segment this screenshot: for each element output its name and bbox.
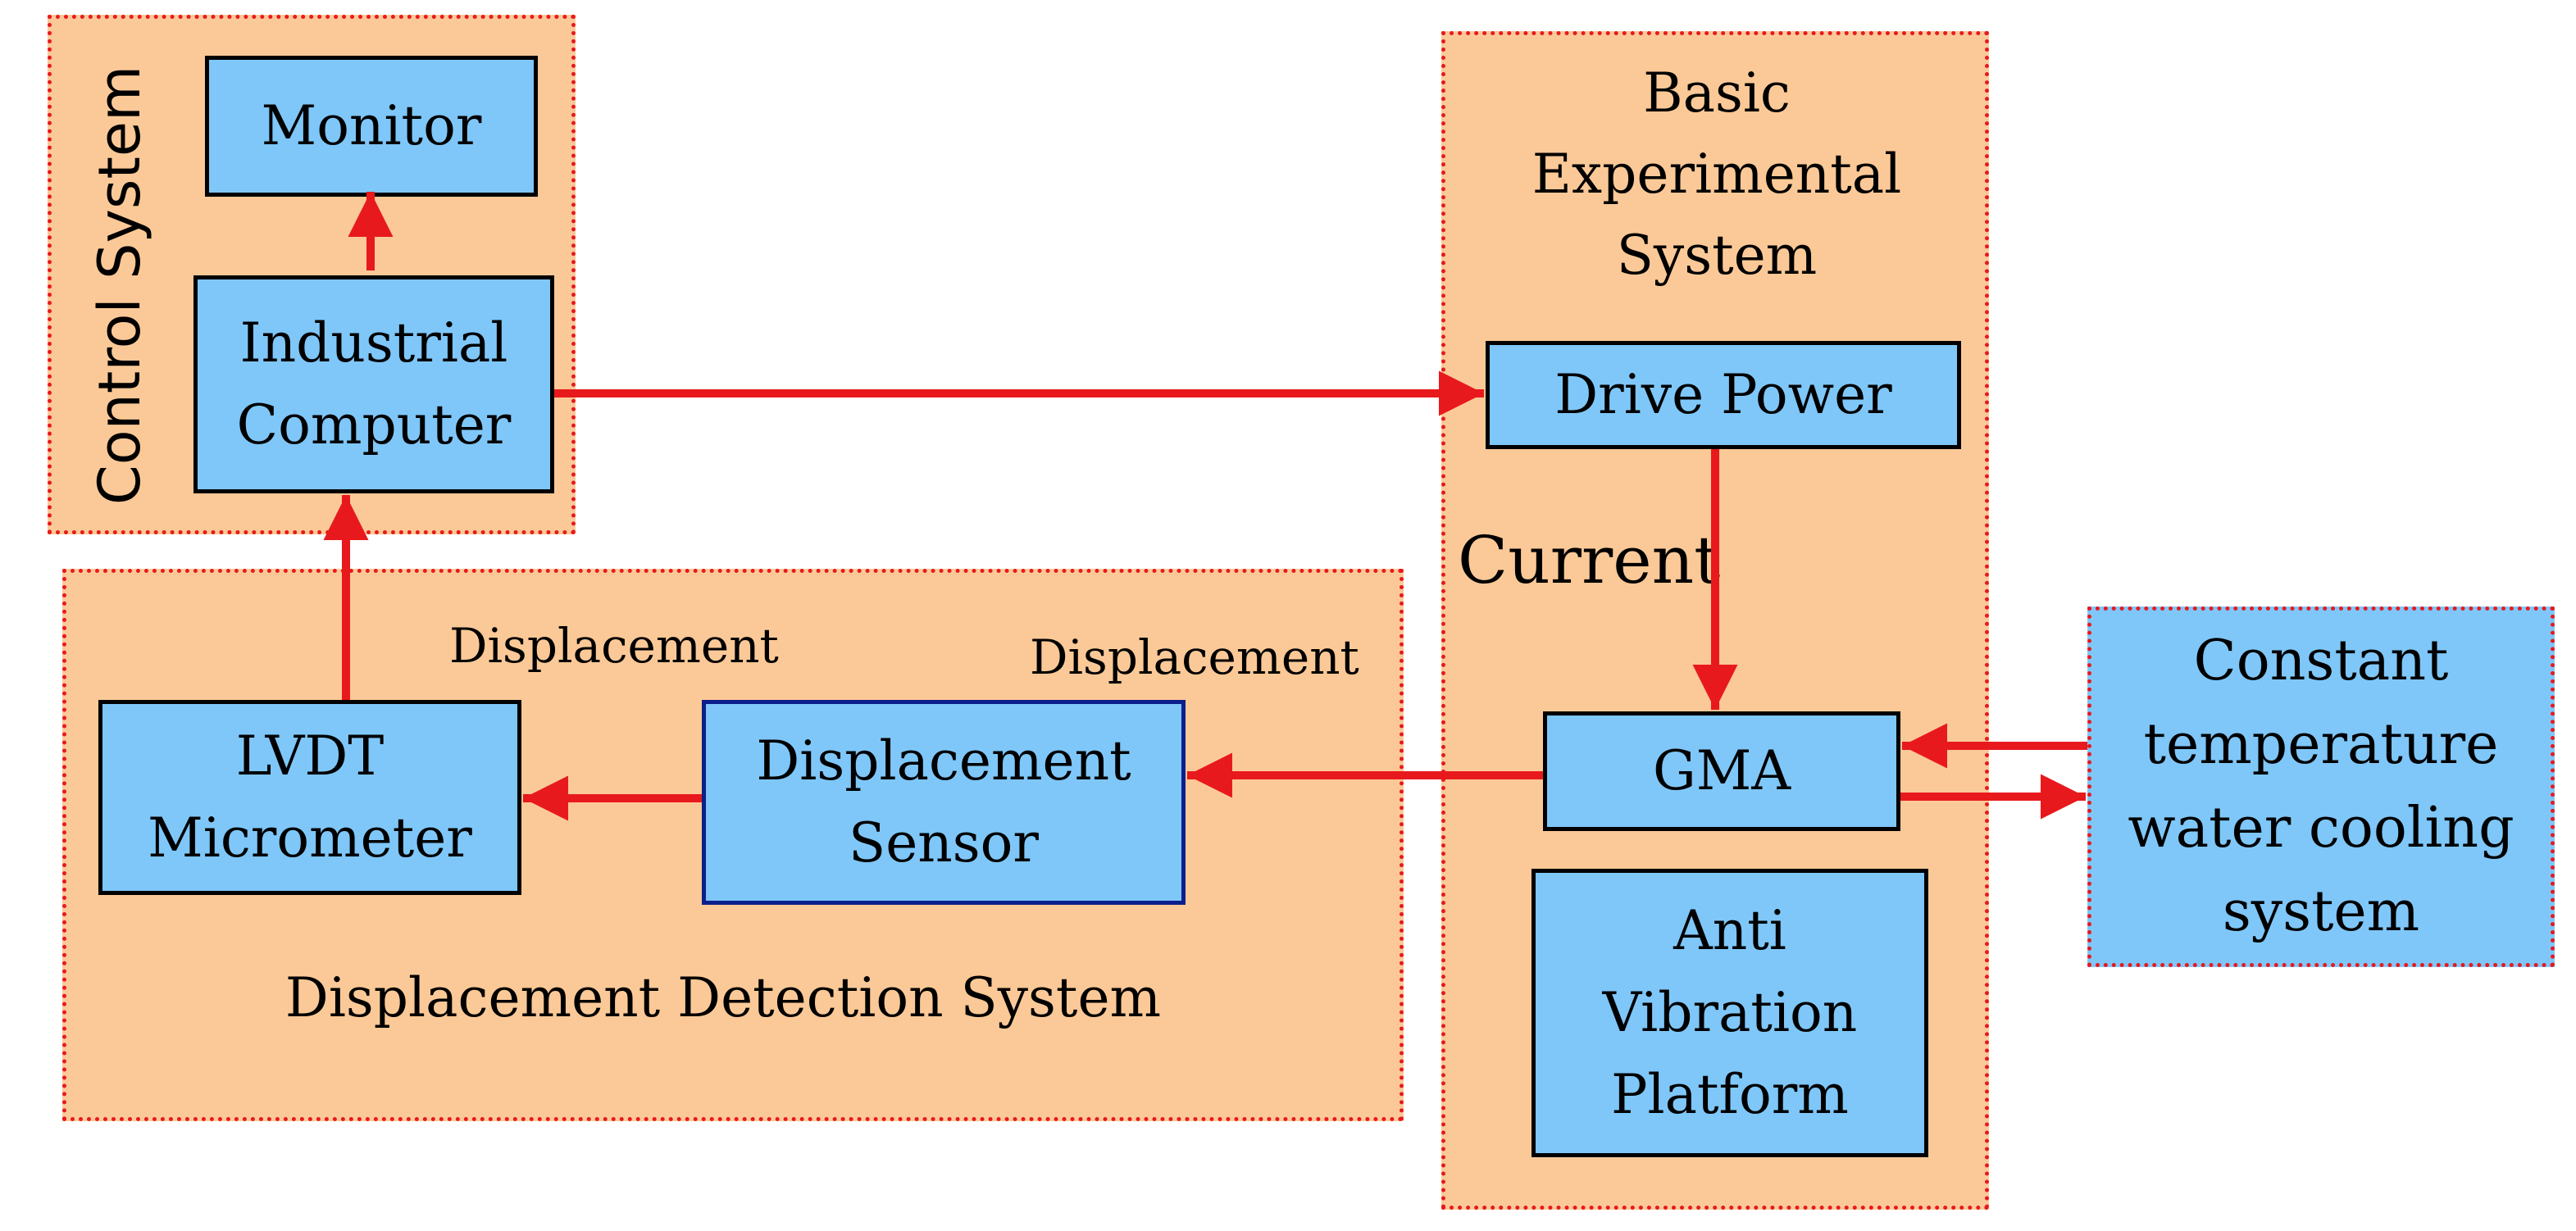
anti-vibration-platform-block: Anti Vibration Platform (1531, 869, 1928, 1157)
displacement-detection-system-title: Displacement Detection System (284, 966, 1162, 1029)
monitor-block: Monitor (205, 56, 538, 197)
gma-block: GMA (1543, 711, 1900, 831)
displacement-sensor-block: Displacement Sensor (702, 700, 1186, 905)
cooling-system-block: Constant temperature water cooling syste… (2087, 606, 2555, 967)
displacement-signal-label-lvdt: Displacement (449, 618, 779, 674)
basic-experimental-system-title: Basic Experimental System (1531, 61, 1902, 287)
displacement-signal-label-sensor: Displacement (1030, 629, 1359, 685)
lvdt-micrometer-block: LVDT Micrometer (98, 700, 521, 895)
drive-power-block: Drive Power (1486, 341, 1961, 449)
control-system-title: Control System (86, 65, 153, 506)
industrial-computer-block: Industrial Computer (193, 275, 554, 493)
current-signal-label: Current (1458, 522, 1721, 598)
